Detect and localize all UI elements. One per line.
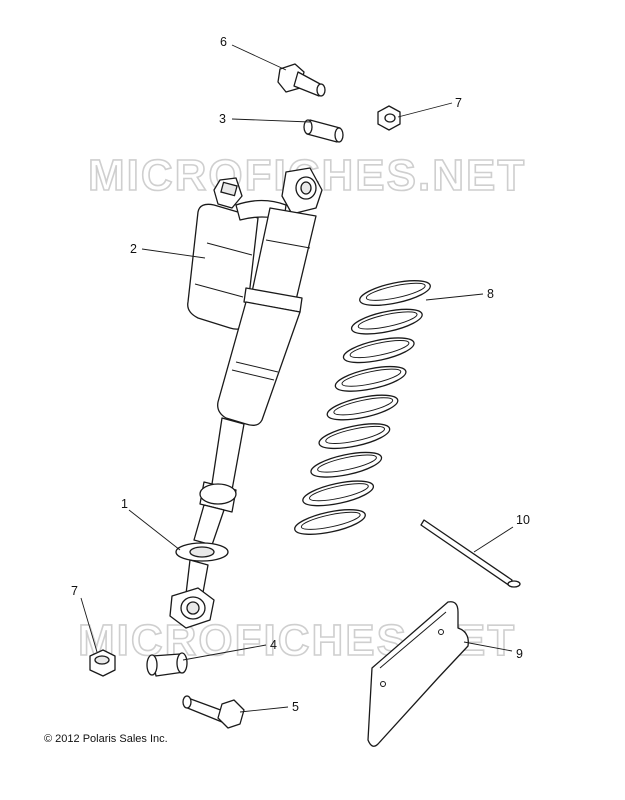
part-7-nut-top[interactable]	[377, 105, 401, 131]
spring-coil-inner	[333, 397, 394, 416]
part-7-nut-bottom[interactable]	[89, 649, 116, 677]
spring-coil-inner	[357, 311, 418, 330]
copyright-notice: © 2012 Polaris Sales Inc.	[44, 733, 168, 745]
shock-lower-eye[interactable]	[169, 559, 215, 629]
spring-coil-inner	[365, 282, 426, 301]
spring-coil	[326, 394, 399, 421]
part-1-spring-seat[interactable]	[175, 542, 229, 562]
spring-coil-inner	[309, 483, 369, 502]
spring-coil	[350, 308, 423, 335]
part-2-shock-reservoir[interactable]	[187, 177, 287, 330]
part-4-sleeve[interactable]	[146, 652, 188, 677]
part-6-bolt[interactable]	[277, 63, 326, 97]
callout-1: 1	[121, 497, 128, 511]
spring-coil	[310, 451, 383, 478]
spring-coil-inner	[300, 511, 361, 530]
callout-3: 3	[219, 112, 226, 126]
part-9-guard[interactable]	[367, 601, 469, 747]
spring-coil-inner	[341, 368, 402, 387]
part-8-spring[interactable]	[293, 276, 433, 540]
callout-leaders	[80, 44, 514, 713]
callout-6: 6	[220, 35, 227, 49]
callouts: 6 3 7 2 8 1 10 7 4 9 5	[71, 35, 530, 714]
part-3-sleeve[interactable]	[303, 119, 344, 143]
spring-coil	[359, 280, 431, 306]
spring-coil-inner	[325, 425, 386, 445]
part-10-tie[interactable]	[420, 519, 521, 588]
callout-10: 10	[516, 513, 530, 527]
spring-coil	[334, 365, 407, 392]
spring-coil	[302, 480, 375, 507]
spring-coil	[342, 337, 415, 364]
spring-coil-inner	[317, 454, 377, 473]
callout-2: 2	[130, 242, 137, 256]
callout-7-bottom: 7	[71, 584, 78, 598]
callout-8: 8	[487, 287, 494, 301]
spring-coil-inner	[349, 339, 410, 359]
part-1-shock-body[interactable]	[193, 167, 323, 546]
part-5-bolt[interactable]	[182, 695, 245, 729]
callout-7-top: 7	[455, 96, 462, 110]
spring-coil	[294, 509, 366, 535]
callout-5: 5	[292, 700, 299, 714]
callout-4: 4	[270, 638, 277, 652]
callout-9: 9	[516, 647, 523, 661]
spring-coil	[318, 423, 391, 450]
